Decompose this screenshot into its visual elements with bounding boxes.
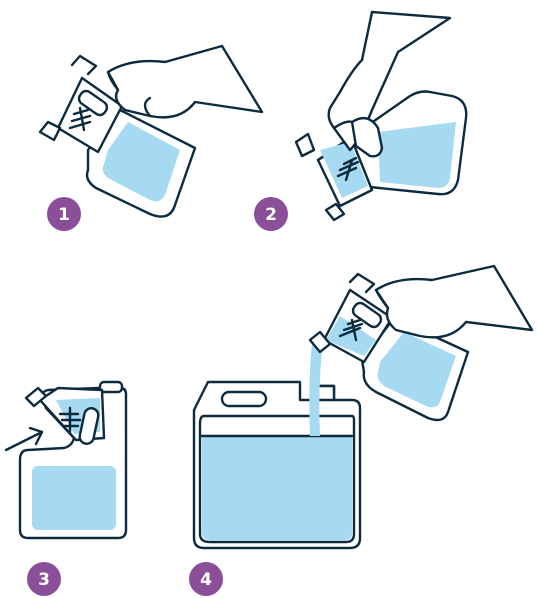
step-number-1: 1 — [58, 205, 70, 225]
step-3-illustration — [6, 382, 126, 538]
step-2-illustration — [296, 12, 466, 220]
step-badge-2: 2 — [254, 197, 288, 231]
measuring-bottle-icon — [296, 92, 466, 221]
step-badge-4: 4 — [189, 562, 223, 596]
step-4-illustration — [194, 266, 532, 548]
step-1-illustration — [40, 46, 262, 217]
measuring-bottle-icon — [20, 382, 126, 538]
step-number-3: 3 — [38, 570, 50, 590]
step-number-2: 2 — [265, 205, 277, 225]
hand-icon — [376, 266, 532, 337]
arrow-icon — [6, 428, 42, 450]
step-badge-1: 1 — [47, 197, 81, 231]
step-badge-3: 3 — [27, 562, 61, 596]
step-number-4: 4 — [200, 570, 212, 590]
jerrycan-icon — [194, 382, 360, 548]
hand-icon — [108, 46, 262, 117]
